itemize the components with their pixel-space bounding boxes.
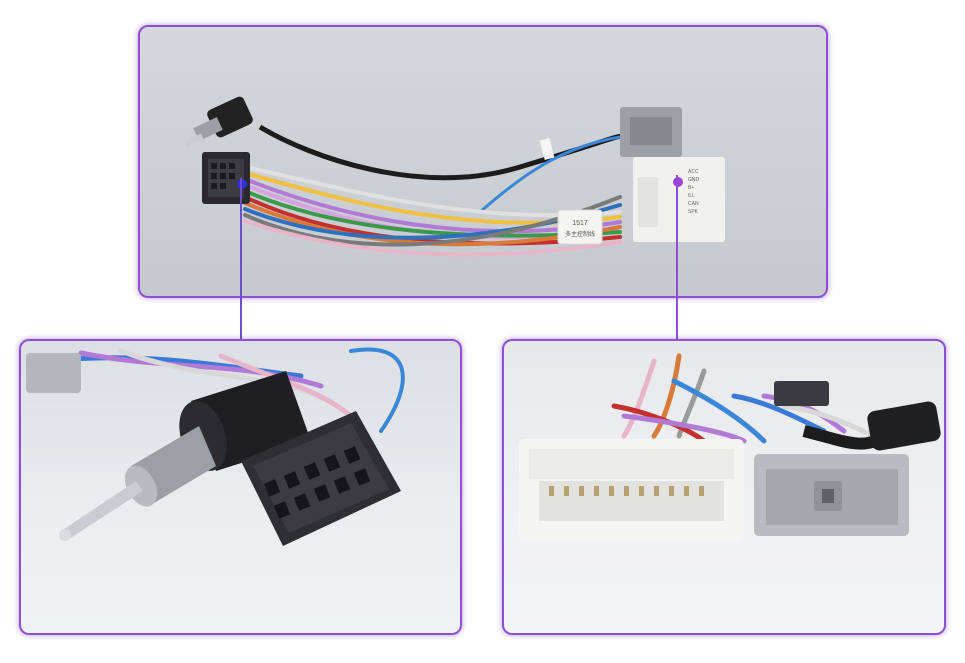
connector-print: ACC bbox=[688, 169, 699, 175]
grey-connector-closeup bbox=[754, 454, 909, 536]
cable-tie bbox=[539, 138, 555, 160]
black-cable-plug bbox=[867, 401, 941, 451]
iso-connector bbox=[202, 152, 250, 204]
grey-connector bbox=[620, 107, 682, 157]
svg-text:1517: 1517 bbox=[572, 220, 588, 227]
antenna-plug bbox=[184, 96, 253, 147]
svg-text:多主控制线: 多主控制线 bbox=[565, 230, 595, 238]
car-connector-illustration bbox=[519, 353, 941, 541]
harness-overview-photo: ACC GND B+ ILL CAN SPK 1517 多主控制线 bbox=[138, 25, 828, 298]
antenna-pin bbox=[61, 481, 143, 539]
grey-connector-blur bbox=[26, 353, 81, 393]
antenna-connector-illustration bbox=[26, 347, 405, 546]
connector-print: SPK bbox=[688, 209, 699, 215]
harness-overview-illustration: ACC GND B+ ILL CAN SPK 1517 多主控制线 bbox=[184, 96, 725, 257]
iso-connector-closeup bbox=[241, 411, 401, 546]
white-connector-closeup bbox=[519, 439, 744, 541]
leader-line-left bbox=[240, 178, 242, 342]
connector-print: B+ bbox=[688, 185, 694, 191]
connector-print: CAN bbox=[688, 201, 699, 207]
antenna-connector-closeup-photo bbox=[19, 339, 462, 635]
car-connector-closeup-photo bbox=[502, 339, 946, 635]
connector-print: ILL bbox=[688, 193, 695, 199]
small-black-connector bbox=[774, 381, 829, 406]
antenna-metal-sleeve bbox=[124, 426, 216, 507]
white-connector bbox=[633, 157, 725, 242]
connector-print: GND bbox=[688, 177, 700, 183]
leader-line-right bbox=[676, 175, 678, 342]
wire-tag: 1517 多主控制线 bbox=[557, 209, 603, 245]
